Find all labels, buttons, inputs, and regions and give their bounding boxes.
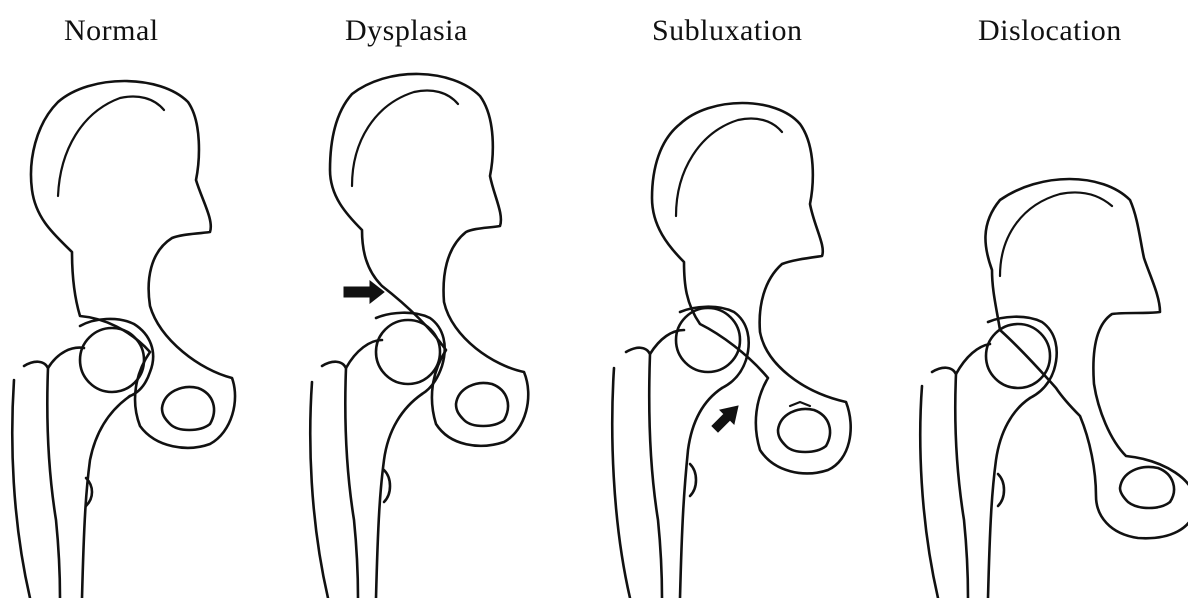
subluxation-arrow-icon <box>712 406 738 432</box>
dislocation-hip-drawing <box>920 179 1188 598</box>
dislocation-femur <box>920 317 1056 598</box>
normal-hip-drawing <box>12 81 235 598</box>
subluxation-femur <box>612 307 748 598</box>
dysplasia-hip-drawing <box>310 74 528 598</box>
dysplasia-arrow-icon <box>344 281 384 303</box>
dysplasia-femur <box>310 313 444 598</box>
dislocation-pelvis <box>985 179 1188 538</box>
normal-pelvis <box>31 81 235 448</box>
normal-femur <box>12 319 153 598</box>
subluxation-hip-drawing <box>612 103 850 598</box>
subluxation-pelvis <box>652 103 851 473</box>
